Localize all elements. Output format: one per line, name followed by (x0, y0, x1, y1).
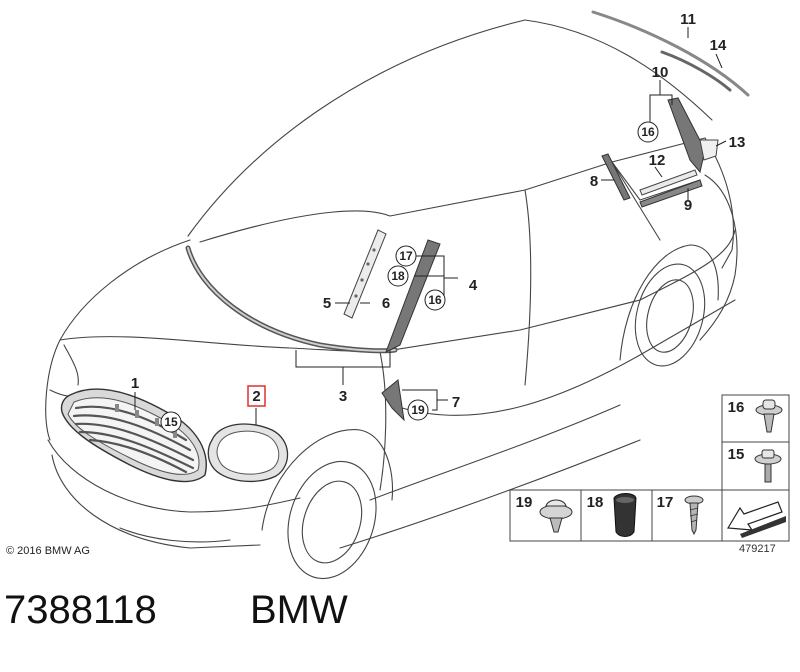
car-outline (45, 19, 738, 580)
diagram-reference-number: 479217 (739, 543, 776, 555)
direction-arrow-icon (726, 501, 786, 538)
callout-10: 10 (652, 64, 669, 81)
legend-label-15: 15 (728, 446, 745, 463)
headlight-ring (207, 423, 289, 483)
callout-13: 13 (729, 134, 746, 151)
callout-1: 1 (131, 375, 139, 392)
callout-8: 8 (590, 173, 598, 190)
callout-7: 7 (452, 394, 460, 411)
copyright-text: © 2016 BMW AG (6, 545, 90, 557)
clip-16-icon (755, 399, 783, 433)
pillar-strip-8 (601, 153, 631, 201)
legend-label-19: 19 (516, 494, 533, 511)
grommet-18-icon (613, 493, 637, 537)
part-number: 7388118 (4, 588, 157, 632)
screw-15-icon (754, 449, 782, 483)
roof-trim-11 (591, 10, 750, 97)
circle-18: 18 (391, 269, 405, 283)
legend-label-18: 18 (587, 494, 604, 511)
callout-12: 12 (649, 152, 666, 169)
a-pillar-trim (385, 239, 441, 354)
circle-19: 19 (411, 403, 425, 417)
legend-label-16: 16 (728, 399, 745, 416)
window-trim-9 (639, 179, 703, 208)
brand-name: BMW (250, 588, 348, 632)
roof-trim-14 (660, 50, 732, 92)
circled-references: 15 17 18 16 19 16 (160, 121, 659, 433)
fastener-legend: 16 15 19 18 17 (509, 394, 790, 542)
circle-16-b: 16 (641, 125, 655, 139)
legend-label-17: 17 (657, 494, 674, 511)
callout-6: 6 (382, 295, 390, 312)
screw-17-icon (684, 495, 704, 536)
callout-3: 3 (339, 388, 347, 405)
radiator-grille (60, 388, 207, 483)
callout-labels: 1 2 3 4 5 6 7 8 9 10 11 12 13 14 (131, 11, 746, 411)
a-pillar-strip (343, 229, 387, 319)
callout-14: 14 (710, 37, 727, 54)
window-trim-12 (639, 169, 698, 196)
leader-lines (134, 27, 727, 425)
clip-19-icon (539, 499, 573, 533)
callout-2-highlight-box (247, 385, 266, 407)
callout-2: 2 (252, 388, 260, 405)
rear-pillar-trim (667, 97, 706, 174)
circle-16-a: 16 (428, 293, 442, 307)
trim-13 (699, 139, 719, 161)
callout-11: 11 (680, 11, 696, 28)
circle-15: 15 (164, 415, 178, 429)
side-vent-trim (381, 379, 405, 422)
circle-17: 17 (399, 249, 413, 263)
callout-4: 4 (469, 277, 478, 294)
callout-9: 9 (684, 197, 692, 214)
callout-5: 5 (323, 295, 331, 312)
